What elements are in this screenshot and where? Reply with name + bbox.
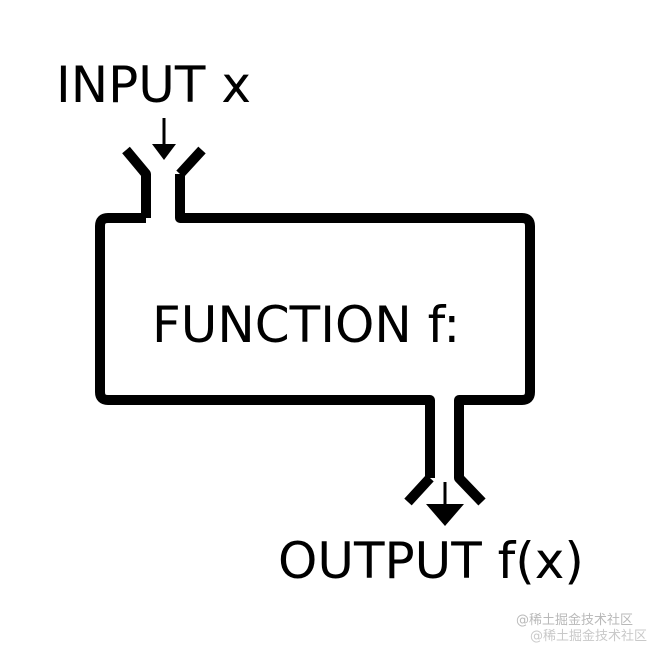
watermark-text: @稀土掘金技术社区 bbox=[516, 613, 634, 628]
input-arrow-head bbox=[152, 144, 176, 160]
output-label: OUTPUT f(x) bbox=[278, 532, 584, 590]
function-label: FUNCTION f: bbox=[152, 296, 461, 354]
output-arrow-head bbox=[426, 504, 464, 526]
watermark-text-shadow: @稀土掘金技术社区 bbox=[530, 629, 648, 644]
function-box-outline bbox=[95, 146, 535, 506]
input-label: INPUT x bbox=[56, 56, 251, 114]
